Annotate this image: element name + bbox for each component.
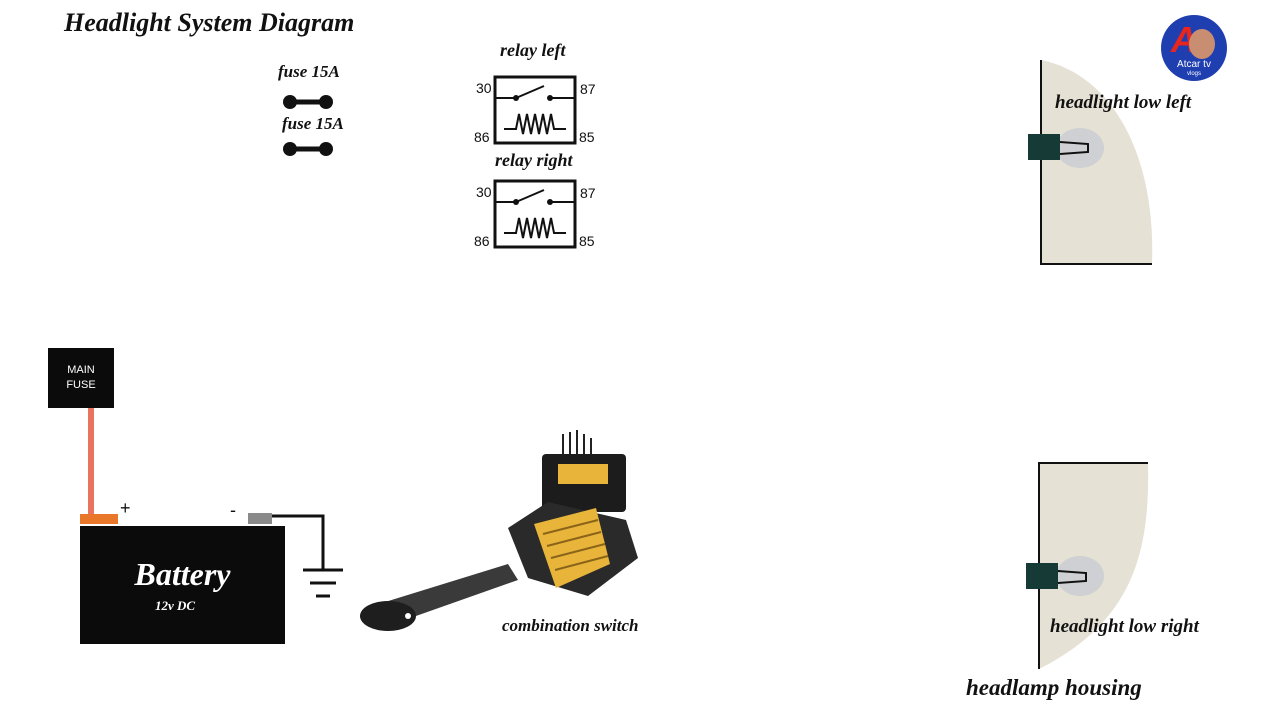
battery-name: Battery (134, 556, 231, 592)
relay-right-icon (493, 179, 577, 249)
logo-sub: vlogs (1186, 71, 1201, 77)
headlight-low-left-label: headlight low left (1055, 92, 1192, 113)
relay-right-pin-87: 87 (580, 185, 596, 201)
fuse-label-2: fuse 15A (282, 114, 344, 133)
headlamp-housing-left (1028, 60, 1153, 265)
combination-switch-icon (360, 430, 638, 631)
main-fuse: MAIN FUSE (48, 348, 114, 408)
main-fuse-line1: MAIN (67, 364, 95, 376)
headlamp-housing-label: headlamp housing (966, 675, 1142, 700)
relay-right-pin-86: 86 (474, 233, 490, 249)
relay-right-pin-85: 85 (579, 233, 595, 249)
channel-logo: A Atcar tv vlogs (1161, 15, 1227, 81)
battery-positive-sign: + (120, 498, 131, 518)
relay-left-pin-85: 85 (579, 129, 595, 145)
relay-left-icon (493, 75, 577, 145)
battery-wiring (80, 408, 343, 598)
battery: Battery 12v DC (80, 526, 285, 644)
page-title: Headlight System Diagram (64, 8, 355, 37)
logo-avatar (1189, 29, 1215, 59)
relay-left-pin-87: 87 (580, 81, 596, 97)
relay-right-label: relay right (495, 150, 573, 170)
relay-left-pin-86: 86 (474, 129, 490, 145)
relay-left-pin-30: 30 (476, 80, 492, 96)
logo-brand: Atcar tv (1177, 59, 1211, 70)
combination-switch-label: combination switch (502, 616, 639, 635)
battery-spec: 12v DC (154, 598, 196, 613)
fuse-1-icon (283, 95, 333, 109)
headlamp-housing-right (1026, 462, 1149, 669)
relay-right-pin-30: 30 (476, 184, 492, 200)
battery-negative-sign: - (230, 500, 236, 520)
fuse-2-icon (283, 142, 333, 156)
headlight-low-right-label: headlight low right (1050, 616, 1199, 637)
relay-left-label: relay left (500, 40, 566, 60)
main-fuse-line2: FUSE (66, 379, 96, 391)
fuse-label-1: fuse 15A (278, 62, 340, 81)
